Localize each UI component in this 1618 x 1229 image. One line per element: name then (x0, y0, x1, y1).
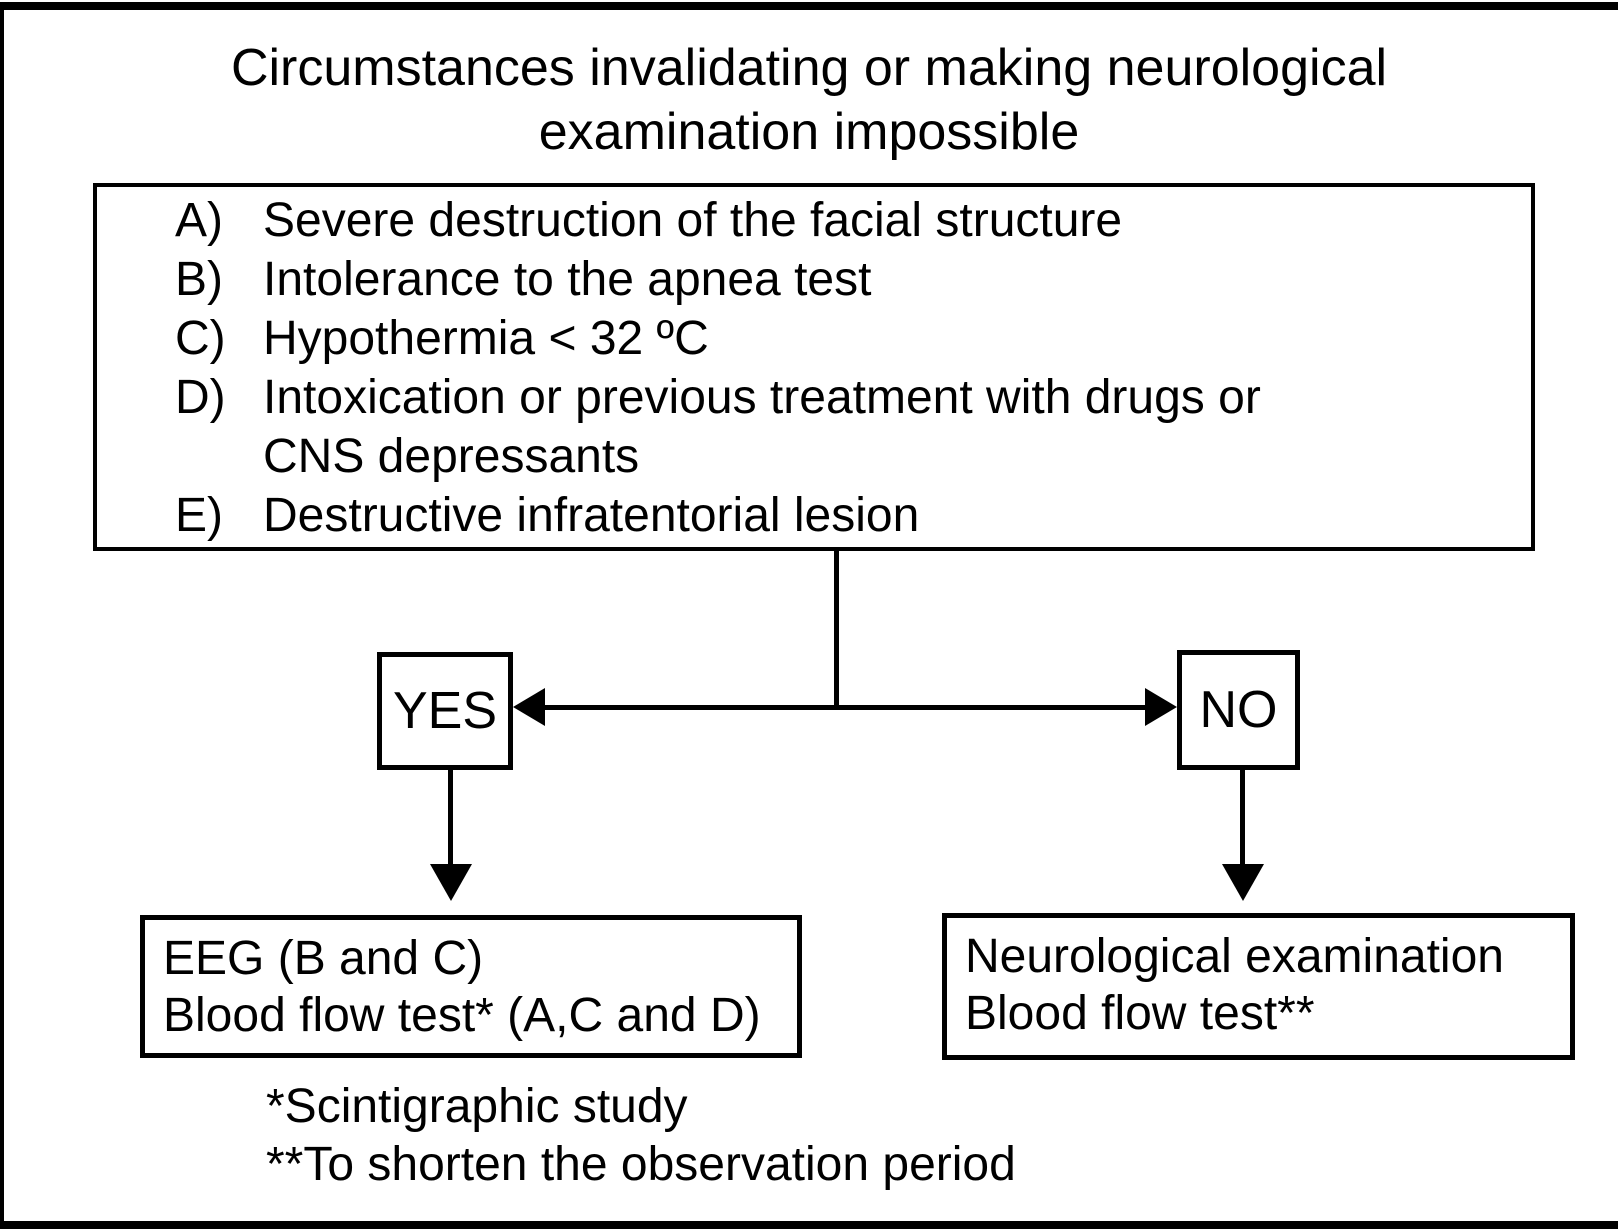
figure-title: Circumstances invalidating or making neu… (0, 36, 1618, 164)
frame-bottom-border (0, 1221, 1618, 1229)
criteria-text-d-continued: CNS depressants (263, 430, 640, 483)
criteria-text-a: Severe destruction of the facial structu… (263, 194, 1123, 247)
figure-title-line-2: examination impossible (538, 103, 1080, 161)
criteria-box: A) Severe destruction of the facial stru… (93, 183, 1535, 551)
footnotes: *Scintigraphic study **To shorten the ob… (266, 1078, 1016, 1194)
connector-no-vertical-line (1240, 770, 1245, 865)
criteria-text-b: Intolerance to the apnea test (263, 253, 872, 306)
yes-outcome-box: EEG (B and C) Blood flow test* (A,C and … (140, 915, 802, 1058)
criteria-line-e: E) Destructive infratentorial lesion (97, 486, 1531, 545)
yes-box: YES (377, 652, 513, 770)
footnote-observation-period: **To shorten the observation period (266, 1138, 1016, 1191)
criteria-line-a: A) Severe destruction of the facial stru… (97, 191, 1531, 250)
no-outcome-line-2: Blood flow test** (965, 987, 1315, 1040)
arrowhead-right-icon (1145, 688, 1177, 726)
criteria-label-c: C) (175, 312, 226, 365)
criteria-label-e: E) (175, 489, 223, 542)
criteria-label-d-continued (175, 427, 263, 486)
criteria-line-d-continued: CNS depressants (97, 427, 1531, 486)
yes-outcome-line-2: Blood flow test* (A,C and D) (163, 989, 761, 1042)
criteria-line-d: D) Intoxication or previous treatment wi… (97, 368, 1531, 427)
no-label: NO (1199, 681, 1278, 739)
criteria-label-d: D) (175, 371, 226, 424)
criteria-label-a: A) (175, 194, 223, 247)
connector-yes-vertical-line (448, 770, 453, 865)
arrowhead-left-icon (513, 688, 545, 726)
yes-outcome-line-1: EEG (B and C) (163, 932, 484, 985)
no-outcome-box: Neurological examination Blood flow test… (942, 913, 1575, 1060)
yes-label: YES (392, 682, 498, 740)
arrowhead-down-no-icon (1222, 864, 1264, 901)
criteria-line-c: C) Hypothermia < 32 ºC (97, 309, 1531, 368)
connector-main-vertical-line (834, 547, 839, 708)
criteria-label-b: B) (175, 253, 223, 306)
arrowhead-down-yes-icon (430, 864, 472, 901)
no-box: NO (1177, 650, 1300, 770)
criteria-line-b: B) Intolerance to the apnea test (97, 250, 1531, 309)
figure-title-line-1: Circumstances invalidating or making neu… (230, 39, 1388, 97)
criteria-text-c: Hypothermia < 32 ºC (263, 312, 709, 365)
frame-left-border (0, 2, 4, 1229)
footnote-scintigraphic: *Scintigraphic study (266, 1080, 688, 1133)
connector-branch-horizontal-line (540, 705, 1150, 710)
no-outcome-line-1: Neurological examination (965, 930, 1504, 983)
frame-top-border (0, 2, 1618, 10)
criteria-text-d: Intoxication or previous treatment with … (263, 371, 1261, 424)
criteria-text-e: Destructive infratentorial lesion (263, 489, 920, 542)
